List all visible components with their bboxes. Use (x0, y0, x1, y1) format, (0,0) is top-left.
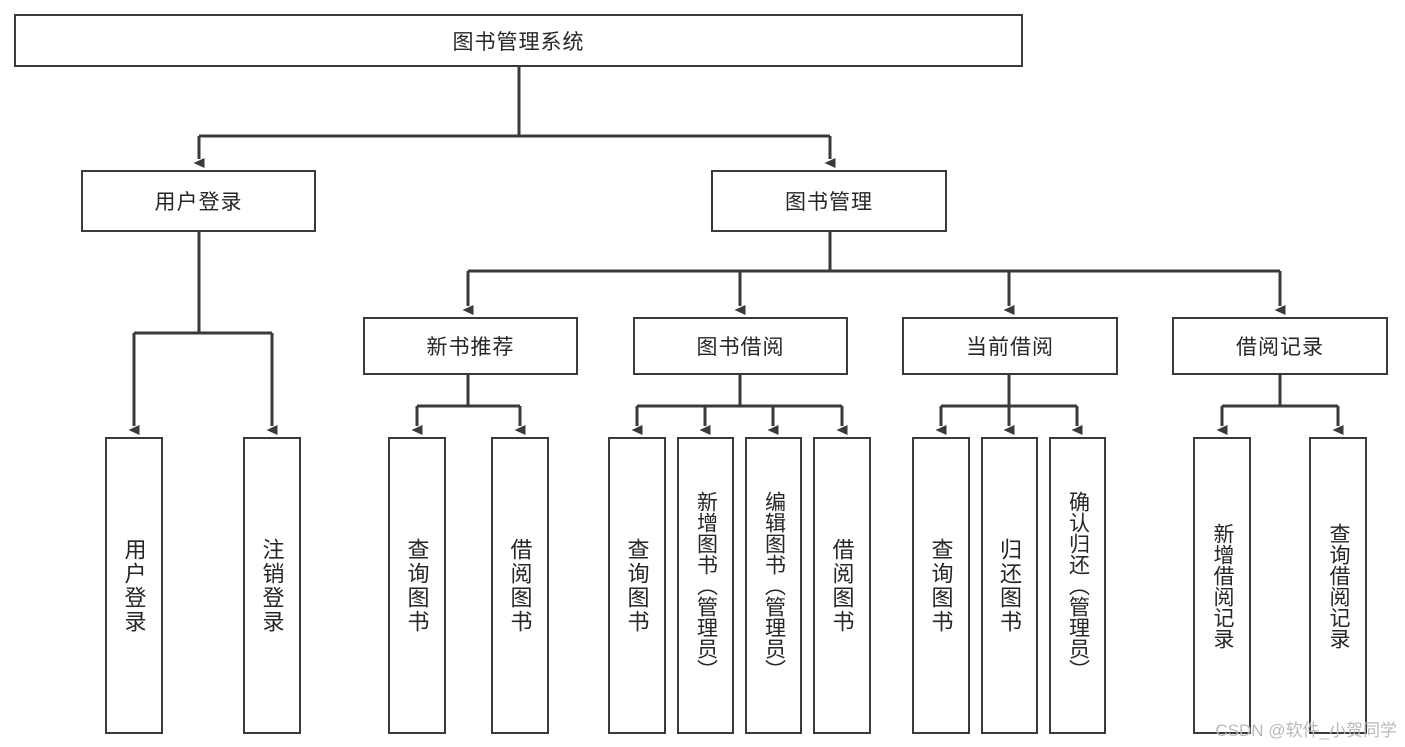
leaf-new-books-query[interactable]: 查询图书 (388, 437, 446, 734)
leaf-current-borrow-query[interactable]: 查询图书 (912, 437, 970, 734)
node-book-borrow[interactable]: 图书借阅 (633, 317, 848, 375)
leaf-current-borrow-return[interactable]: 归还图书 (981, 437, 1038, 734)
node-root-system[interactable]: 图书管理系统 (14, 14, 1023, 67)
leaf-book-borrow-borrow[interactable]: 借阅图书 (813, 437, 871, 734)
leaf-records-query[interactable]: 查询借阅记录 (1309, 437, 1367, 734)
leaf-book-borrow-add-admin[interactable]: 新增图书（管理员） (677, 437, 734, 734)
node-new-book-recommend[interactable]: 新书推荐 (363, 317, 578, 375)
leaf-book-borrow-query[interactable]: 查询图书 (608, 437, 666, 734)
leaf-records-add[interactable]: 新增借阅记录 (1193, 437, 1251, 734)
leaf-book-borrow-edit-admin[interactable]: 编辑图书（管理员） (745, 437, 802, 734)
node-current-borrow[interactable]: 当前借阅 (902, 317, 1118, 375)
leaf-new-books-borrow[interactable]: 借阅图书 (491, 437, 549, 734)
leaf-user-login-signout[interactable]: 注销登录 (243, 437, 301, 734)
leaf-current-borrow-confirm-admin[interactable]: 确认归还（管理员） (1049, 437, 1106, 734)
csdn-watermark: CSDN @软件_小贺同学 (1215, 721, 1397, 740)
leaf-user-login-signin[interactable]: 用户登录 (105, 437, 163, 734)
node-borrow-records[interactable]: 借阅记录 (1172, 317, 1388, 375)
node-book-management[interactable]: 图书管理 (711, 170, 947, 232)
node-user-login[interactable]: 用户登录 (81, 170, 316, 232)
